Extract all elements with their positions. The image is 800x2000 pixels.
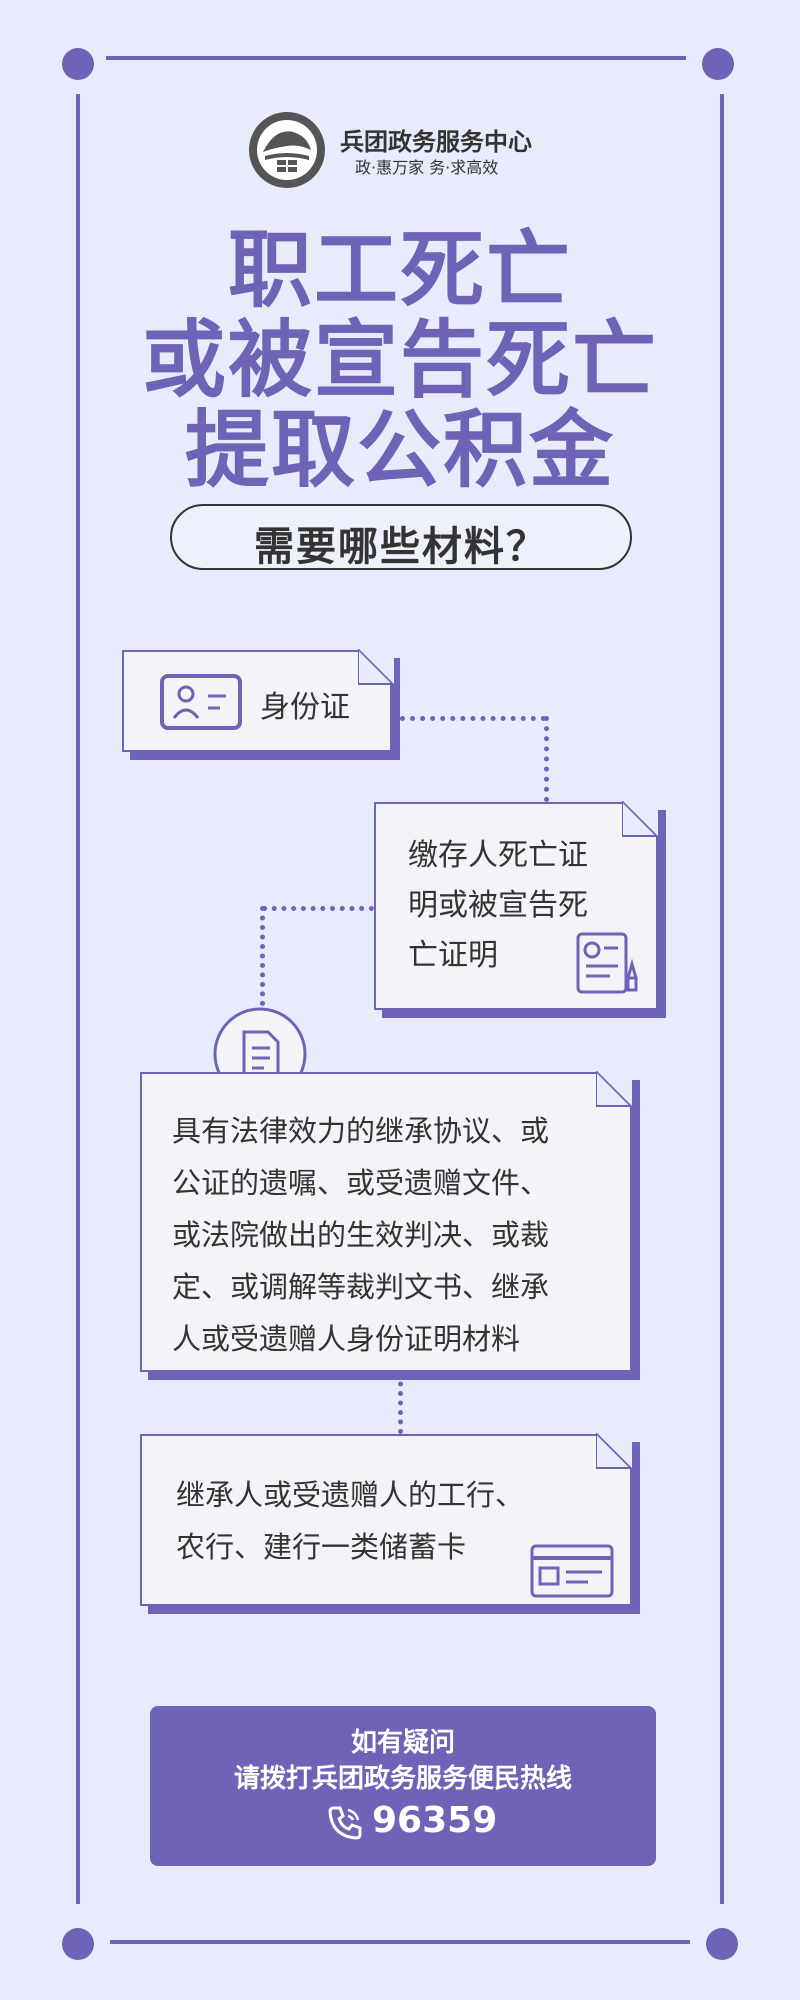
- material-inheritance-line-4: 定、或调解等裁判文书、继承: [172, 1270, 550, 1304]
- material-card-death-certificate: 缴存人死亡证 明或被宣告死 亡证明: [374, 801, 666, 1018]
- material-inheritance-line-1: 具有法律效力的继承协议、或: [172, 1114, 550, 1148]
- corner-dot-top-left: [62, 48, 94, 80]
- material-bank-line-1: 继承人或受遗赠人的工行、: [176, 1478, 525, 1512]
- page-fold-icon: [358, 649, 394, 685]
- frame-line-bottom: [110, 1940, 690, 1944]
- connector-1-h: [400, 716, 546, 721]
- connector-1-v: [544, 716, 549, 802]
- frame-line-top: [106, 56, 686, 60]
- question-text: 需要哪些材料？: [254, 524, 548, 570]
- material-bank-line-2: 农行、建行一类储蓄卡: [176, 1530, 467, 1564]
- phone-icon: [328, 1806, 362, 1840]
- hotline-instruction: 请拨打兵团政务服务便民热线: [233, 1764, 572, 1794]
- material-id-text: 身份证: [260, 690, 350, 725]
- question-pill: 需要哪些材料？: [170, 504, 632, 570]
- corner-dot-top-right: [702, 48, 734, 80]
- frame-line-right: [720, 94, 724, 1904]
- hotline-phone-number[interactable]: 96359: [372, 1800, 498, 1841]
- brand-slogan: 政·惠万家 务·求高效: [355, 158, 499, 177]
- globe-logo-icon: [249, 112, 325, 188]
- hotline-box: 如有疑问 请拨打兵团政务服务便民热线 96359: [150, 1706, 656, 1866]
- material-inheritance-line-2: 公证的遗嘱、或受遗赠文件、: [172, 1166, 550, 1200]
- material-card-inheritance: 具有法律效力的继承协议、或 公证的遗嘱、或受遗赠文件、 或法院做出的生效判决、或…: [140, 1071, 640, 1380]
- title-line-1: 职工死亡: [227, 221, 572, 319]
- id-card-icon: [160, 674, 242, 730]
- page-fold-icon: [596, 1071, 632, 1107]
- frame-line-left: [76, 94, 80, 1904]
- connector-2-v: [260, 906, 265, 1006]
- material-card-id: 身份证: [122, 649, 400, 760]
- title-line-2: 或被宣告死亡: [141, 311, 658, 409]
- title-line-3: 提取公积金: [184, 401, 615, 499]
- connector-3-v: [398, 1372, 403, 1434]
- brand-name: 兵团政务服务中心: [340, 128, 532, 156]
- hotline-question: 如有疑问: [350, 1728, 455, 1758]
- center-logo: [247, 110, 327, 190]
- corner-dot-bottom-left: [62, 1928, 94, 1960]
- material-inheritance-line-5: 人或受遗赠人身份证明材料: [172, 1322, 521, 1356]
- material-death-line-3: 亡证明: [408, 938, 498, 973]
- material-death-line-2: 明或被宣告死: [408, 888, 588, 923]
- material-death-line-1: 缴存人死亡证: [408, 838, 588, 873]
- connector-2-h: [262, 906, 374, 911]
- page-fold-icon: [622, 801, 658, 837]
- bank-card-icon: [530, 1544, 614, 1598]
- page-fold-icon: [596, 1433, 632, 1469]
- material-card-bank: 继承人或受遗赠人的工行、 农行、建行一类储蓄卡: [140, 1433, 640, 1614]
- corner-dot-bottom-right: [706, 1928, 738, 1960]
- material-inheritance-line-3: 或法院做出的生效判决、或裁: [172, 1218, 550, 1252]
- certificate-icon: [576, 932, 638, 994]
